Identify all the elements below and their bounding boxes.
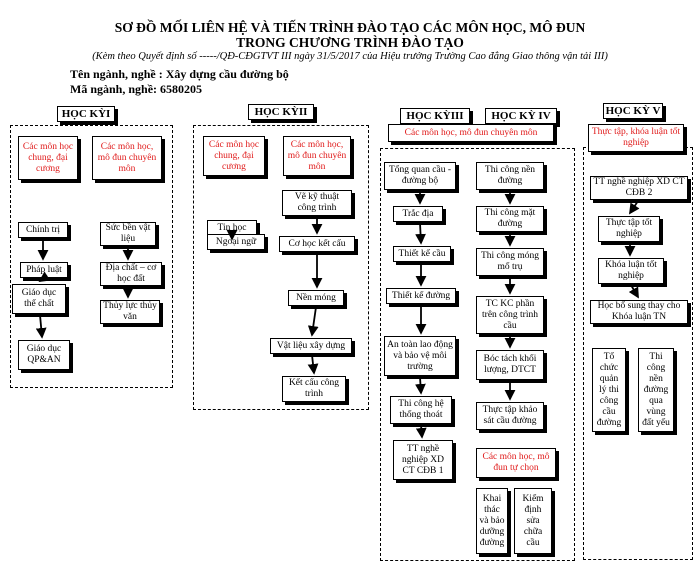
course-giao-duc-qp-an: Giáo dục QP&AN xyxy=(18,340,70,370)
course-tt-nghe-nghiep-2: TT nghề nghiệp XD CT CĐB 2 xyxy=(590,176,688,200)
course-an-toan-lao-dong: An toàn lao động và bảo vệ môi trường xyxy=(384,336,456,376)
course-thiet-ke-duong: Thiết kế đường xyxy=(386,288,456,304)
course-kiem-dinh-sua-chua: Kiểm định sửa chữa cầu xyxy=(514,488,552,554)
group-specialized-s2: Các môn học, mô đun chuyên môn xyxy=(283,136,351,176)
course-to-chuc-quan-ly: Tổ chức quản lý thi công cầu đường xyxy=(592,348,626,432)
course-thuy-luc-thuy-van: Thủy lực thủy văn xyxy=(100,300,160,324)
group-elective: Các môn học, mô đun tự chọn xyxy=(476,448,556,478)
course-tt-nghe-nghiep-1: TT nghề nghiệp XD CT CĐB 1 xyxy=(393,440,453,480)
course-thi-cong-nen-duong: Thi công nền đường xyxy=(476,162,544,190)
course-thi-cong-he-thong-thoat: Thi công hệ thống thoát xyxy=(390,396,452,424)
group-specialized-s1: Các môn học, mô đun chuyên môn xyxy=(92,136,162,180)
course-co-hoc-ket-cau: Cơ học kết cấu xyxy=(279,236,355,252)
course-khai-thac-bao-duong: Khai thác và bảo dưỡng đường xyxy=(476,488,508,554)
group-specialized-s3-s4: Các môn học, mô đun chuyên môn xyxy=(388,124,554,142)
decision-subtitle: (Kèm theo Quyết định số -----/QĐ-CĐGTVT … xyxy=(92,51,608,62)
diagram-title-line1: SƠ ĐỒ MỐI LIÊN HỆ VÀ TIẾN TRÌNH ĐÀO TẠO … xyxy=(114,20,586,35)
course-chinh-tri: Chính trị xyxy=(18,222,68,238)
group-internship: Thực tập, khóa luận tốt nghiệp xyxy=(588,124,684,152)
course-ve-ky-thuat-cong-trinh: Vẽ kỹ thuật công trình xyxy=(282,190,352,216)
group-general-s2: Các môn học chung, đại cương xyxy=(203,136,265,176)
course-trac-dia: Trắc địa xyxy=(393,206,443,222)
semester-1-header: HỌC KỲI xyxy=(57,106,115,122)
course-boc-tach-khoi-luong: Bóc tách khối lượng, DTCT xyxy=(476,350,544,380)
course-thuc-tap-khao-sat: Thực tập khảo sát cầu đường xyxy=(476,402,544,430)
course-giao-duc-the-chat: Giáo dục thể chất xyxy=(12,284,66,314)
course-nen-mong: Nền móng xyxy=(288,290,344,306)
course-hoc-bo-sung: Học bổ sung thay cho Khóa luận TN xyxy=(590,300,688,324)
course-khoa-luan-tot-nghiep: Khóa luận tốt nghiệp xyxy=(598,258,664,284)
semester-4-header: HỌC KỲ IV xyxy=(485,108,557,124)
semester-3-4-container xyxy=(380,148,575,561)
course-vat-lieu-xay-dung: Vật liệu xây dựng xyxy=(270,338,352,354)
course-ket-cau-cong-trinh: Kết cấu công trình xyxy=(282,376,346,402)
diagram-title-line2: TRONG CHƯƠNG TRÌNH ĐÀO TẠO xyxy=(236,35,464,50)
semester-3-header: HỌC KỲIII xyxy=(400,108,470,124)
course-tc-kc-phan-tren: TC KC phần trên công trình cầu xyxy=(476,296,544,334)
course-tong-quan-cau-duong: Tổng quan cầu - đường bộ xyxy=(384,162,456,190)
semester-2-header: HỌC KỲII xyxy=(248,104,314,120)
semester-2-container xyxy=(193,125,369,410)
major-name: Tên ngành, nghề : Xây dựng cầu đường bộ xyxy=(70,67,289,81)
course-thi-cong-dat-yeu: Thi công nền đường qua vùng đất yếu xyxy=(638,348,674,432)
course-thuc-tap-tot-nghiep: Thực tập tốt nghiệp xyxy=(598,216,660,242)
course-thi-cong-mat-duong: Thi công mặt đường xyxy=(476,206,544,232)
major-code: Mã ngành, nghề: 6580205 xyxy=(70,82,203,96)
course-thi-cong-mong-mo-tru: Thi công móng mố trụ xyxy=(476,248,544,276)
group-general-s1: Các môn học chung, đại cương xyxy=(18,136,78,180)
course-thiet-ke-cau: Thiết kế cầu xyxy=(393,246,451,262)
semester-1-container xyxy=(10,125,173,388)
course-suc-ben-vat-lieu: Sức bền vật liệu xyxy=(100,222,156,246)
semester-5-header: HỌC KỲ V xyxy=(603,103,663,119)
course-dia-chat-co-hoc-dat: Địa chất – cơ học đất xyxy=(100,262,162,286)
